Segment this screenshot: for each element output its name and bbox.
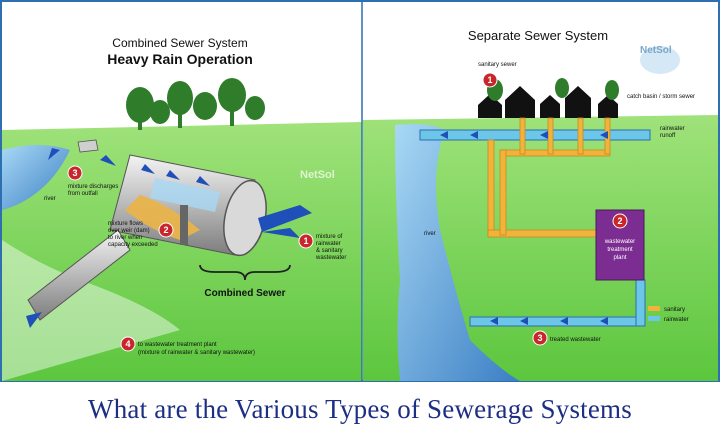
marker-3-right-number: 3 — [537, 333, 542, 343]
left-title-line1: Combined Sewer System — [112, 36, 247, 50]
storm-pipe-top — [419, 129, 651, 141]
left-river-label: river — [44, 196, 56, 202]
figure-caption: What are the Various Types of Sewerage S… — [88, 394, 632, 424]
marker-2-left-number: 2 — [163, 225, 168, 235]
marker-3-left: 3 — [67, 165, 83, 181]
runoff-line1: rainwater — [660, 126, 685, 132]
legend-label-sanitary: sanitary — [664, 307, 685, 313]
step1-line3: & sanitary — [316, 248, 343, 254]
marker-4-left-number: 4 — [125, 339, 130, 349]
marker-2-right: 2 — [612, 213, 628, 229]
step2-line1: mixture flows — [108, 221, 143, 227]
step3-line1: mixture discharges — [68, 184, 118, 190]
left-river — [2, 145, 70, 210]
combined-sewer-label: Combined Sewer — [204, 288, 285, 299]
treated-pipe-riser — [635, 279, 646, 327]
combined-sewer-pipe — [27, 139, 267, 321]
right-river-label: river — [424, 231, 436, 237]
plant-line1: wastewater — [604, 239, 635, 245]
storm-flow-arrows — [440, 131, 608, 325]
right-trees — [487, 78, 619, 101]
marker-2-left: 2 — [158, 222, 174, 238]
inflow-arrow-tip — [262, 228, 300, 238]
step4-line2: (mixture of rainwater & sanitary wastewa… — [138, 350, 255, 356]
step2-line4: capacity exceeded — [108, 242, 158, 248]
marker-2-right-number: 2 — [617, 216, 622, 226]
left-watermark: NetSol — [300, 169, 335, 181]
marker-1-right-number: 1 — [487, 75, 492, 85]
right-panel: Separate Sewer System NetSol — [363, 2, 718, 381]
legend-swatch-sanitary — [648, 306, 660, 311]
step1-line1: mixture of — [316, 234, 343, 240]
treated-wastewater-label: treated wastewater — [550, 337, 601, 343]
left-ground-shadow — [2, 240, 180, 381]
marker-4-left: 4 — [120, 336, 136, 352]
plant-line2: treatment — [607, 247, 633, 253]
right-watermark: NetSol — [640, 45, 672, 56]
step4-line1: to wastewater treatment plant — [138, 342, 217, 348]
pipe-flow-arrows — [26, 148, 210, 328]
houses — [478, 86, 618, 118]
marker-1-left-number: 1 — [303, 236, 308, 246]
plant-line3: plant — [613, 255, 626, 261]
combined-sewer-bracket — [199, 264, 291, 281]
marker-1-left: 1 — [298, 233, 314, 249]
inflow-arrow — [258, 205, 312, 232]
right-title: Separate Sewer System — [468, 28, 608, 43]
step3-line2: from outfall — [68, 191, 98, 197]
legend: sanitary rainwater — [648, 306, 689, 323]
step1-line2: rainwater — [316, 241, 341, 247]
right-river — [395, 124, 520, 381]
step1-line4: wastewater — [315, 255, 346, 261]
legend-label-rainwater: rainwater — [664, 317, 689, 323]
step2-line2: over weir (dam) — [108, 228, 150, 234]
legend-swatch-rainwater — [648, 316, 660, 321]
marker-3-right: 3 — [532, 330, 548, 346]
runoff-line2: runoff — [660, 133, 676, 139]
left-title-line2: Heavy Rain Operation — [107, 51, 253, 67]
tree-line — [126, 78, 265, 130]
netsol-logo: NetSol — [640, 45, 680, 74]
marker-1-right: 1 — [482, 72, 498, 88]
marker-3-left-number: 3 — [72, 168, 77, 178]
sanitary-sewer-label: sanitary sewer — [478, 62, 517, 68]
catch-basin-label: catch basin / storm sewer — [627, 94, 695, 100]
step2-line3: to river when — [108, 235, 142, 241]
left-panel: Combined Sewer System Heavy Rain Operati… — [2, 2, 362, 381]
left-ground — [2, 122, 362, 381]
